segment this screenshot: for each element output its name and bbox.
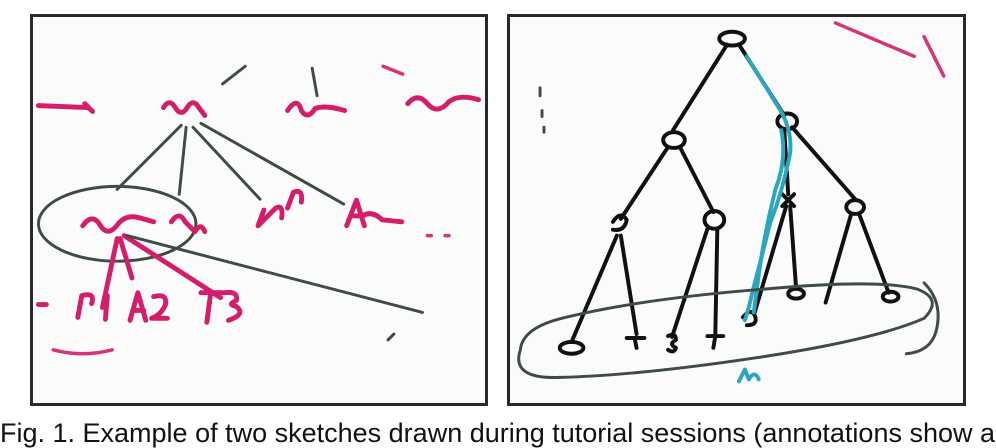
scribble-stroke — [35, 103, 91, 111]
traversal-path — [751, 128, 786, 315]
sketch-line — [221, 64, 247, 86]
tree-branch — [115, 123, 183, 191]
tree-edge — [618, 145, 671, 221]
traversal-path — [742, 54, 793, 323]
scribble-word — [285, 100, 348, 118]
scribble-node-label — [344, 197, 405, 229]
sketch-mark — [386, 332, 396, 342]
scribble-word — [405, 94, 482, 112]
tree-node — [610, 213, 629, 232]
scribble-node-label — [255, 188, 305, 229]
tree-edge — [569, 233, 619, 344]
scribble-label-cyan — [736, 367, 761, 384]
child-branch — [121, 233, 224, 301]
dotted-marks — [538, 86, 546, 134]
tree-branch — [191, 125, 262, 201]
tree-edge — [670, 226, 710, 339]
tree-edge — [857, 211, 891, 295]
scribble-stroke — [82, 101, 96, 114]
scribble-child-label — [127, 290, 170, 323]
scribble-stroke — [51, 348, 115, 356]
tree-node — [702, 209, 727, 231]
sketch-line — [310, 66, 319, 98]
scribble-child-label — [75, 292, 110, 322]
figure-caption: Fig. 1. Example of two sketches drawn du… — [0, 418, 996, 448]
tree-leaf — [705, 334, 726, 350]
tree-leaf — [624, 336, 647, 350]
tree-branch — [177, 125, 188, 196]
tree-leaf — [557, 339, 586, 356]
tree-edge — [677, 145, 716, 214]
child-branch — [99, 236, 120, 310]
leaf-level-loop — [904, 281, 940, 356]
tree-node — [780, 192, 797, 209]
circled-subtree — [36, 184, 198, 263]
whiteboard-sketch-pink-tree — [35, 64, 482, 356]
tree-edge — [671, 42, 730, 133]
scribble-node-label — [168, 213, 208, 235]
tree-edge — [782, 127, 791, 197]
tree-edge — [790, 125, 858, 202]
scribble-stroke — [833, 21, 916, 59]
tree-leaf — [786, 286, 806, 301]
scribble-child-label — [198, 289, 243, 325]
tree-edge — [823, 211, 854, 305]
tree-leaf — [880, 289, 901, 304]
whiteboard-sketch-binary-tree — [517, 21, 946, 384]
tree-edge — [618, 233, 639, 337]
tree-edge — [713, 227, 720, 337]
scribble-stroke — [922, 34, 946, 78]
scribble-node-label — [80, 214, 157, 234]
right-sketch-panel — [507, 14, 966, 406]
tree-edge — [752, 204, 789, 315]
tree-node-root — [717, 29, 747, 48]
leaf-level-loop — [517, 282, 934, 379]
child-branch — [117, 236, 135, 281]
scribble-word-root — [161, 100, 208, 118]
tree-branch — [199, 121, 346, 206]
tree-edge — [788, 204, 799, 290]
tree-leaf — [666, 332, 678, 354]
left-sketch-panel — [30, 14, 488, 406]
tree-node — [661, 130, 687, 150]
scribble-stroke — [381, 64, 405, 76]
tree-node — [844, 198, 866, 216]
long-branch — [125, 234, 424, 314]
